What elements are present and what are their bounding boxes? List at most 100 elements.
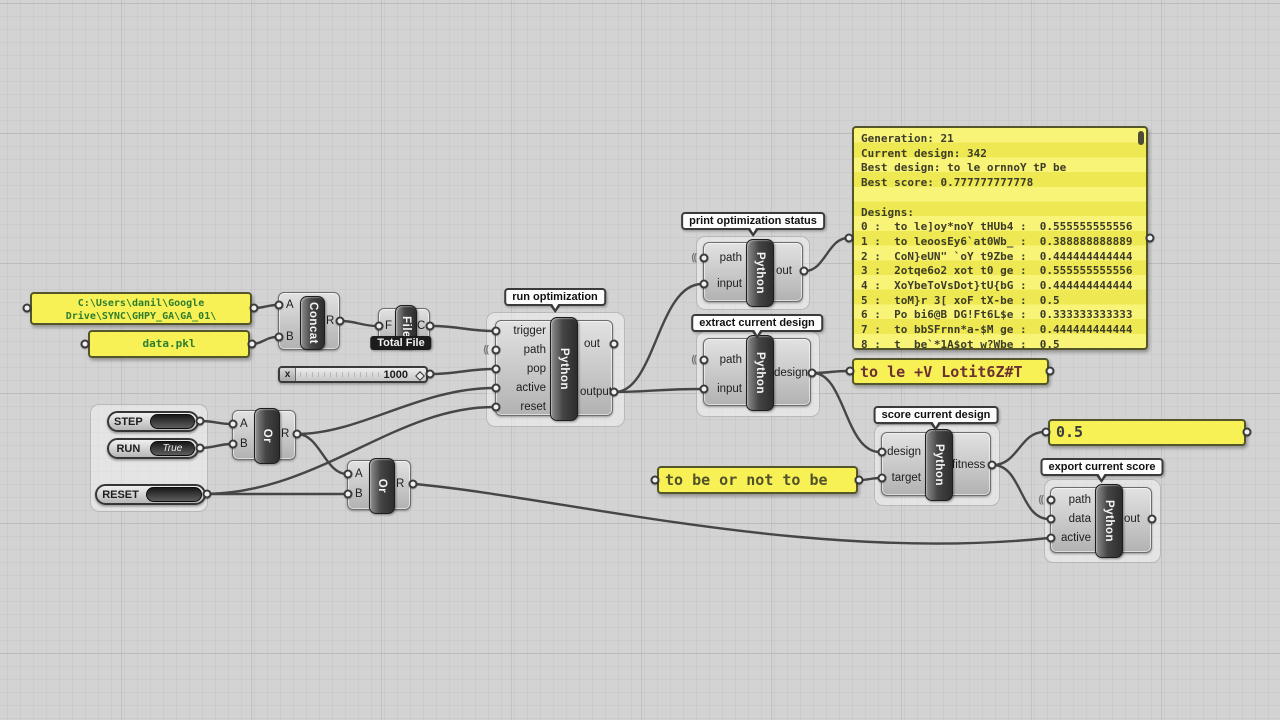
print-capsule[interactable]: Python bbox=[746, 239, 774, 307]
run-toggle-label: RUN bbox=[116, 442, 141, 455]
concat-component[interactable]: A B R Concat bbox=[278, 292, 340, 350]
print-output-out-label: out bbox=[776, 265, 792, 277]
concat-capsule[interactable]: Concat bbox=[300, 296, 325, 350]
port-or1-b[interactable] bbox=[228, 439, 238, 449]
port-file-c[interactable] bbox=[425, 321, 435, 331]
port-score-design[interactable] bbox=[877, 447, 887, 457]
slider-value: 1000 bbox=[383, 368, 408, 381]
port-data-panel-out[interactable] bbox=[247, 339, 257, 349]
port-file-f[interactable] bbox=[374, 321, 384, 331]
port-design-panel-in[interactable] bbox=[845, 366, 855, 376]
port-runopt-out[interactable] bbox=[609, 339, 619, 349]
port-concat-r[interactable] bbox=[335, 316, 345, 326]
run-opt-input-active-label: active bbox=[515, 382, 546, 394]
reset-button[interactable]: RESET bbox=[95, 484, 206, 505]
port-extract-design[interactable] bbox=[807, 368, 817, 378]
port-design-panel-out[interactable] bbox=[1045, 366, 1055, 376]
status-line: 1 : to leoosEy6`at0Wb_ : 0.388888888889 bbox=[861, 234, 1133, 248]
run-toggle-value[interactable]: True bbox=[149, 441, 195, 456]
status-panel-scrollbar[interactable] bbox=[1138, 131, 1144, 145]
extract-design-component[interactable]: path input design Python bbox=[703, 335, 811, 411]
port-print-out[interactable] bbox=[799, 266, 809, 276]
step-button[interactable]: STEP bbox=[107, 411, 199, 432]
port-extract-input[interactable] bbox=[699, 384, 709, 394]
path-panel-line: Drive\SYNC\GHPY_GA\GA_01\ bbox=[65, 311, 217, 322]
port-target-panel-out[interactable] bbox=[854, 475, 864, 485]
or1-capsule[interactable]: Or bbox=[254, 408, 280, 464]
target-string-panel[interactable]: to be or not to be bbox=[657, 466, 858, 494]
print-input-input-label: input bbox=[717, 278, 742, 290]
port-runopt-active[interactable] bbox=[491, 383, 501, 393]
port-runopt-pop[interactable] bbox=[491, 364, 501, 374]
export-capsule[interactable]: Python bbox=[1095, 484, 1123, 558]
port-export-data[interactable] bbox=[1046, 514, 1056, 524]
run-opt-input-trigger-label: trigger bbox=[513, 325, 546, 337]
port-export-active[interactable] bbox=[1046, 533, 1056, 543]
port-score-target[interactable] bbox=[877, 473, 887, 483]
port-print-input[interactable] bbox=[699, 279, 709, 289]
port-path-panel-in[interactable] bbox=[22, 303, 32, 313]
port-or2-r[interactable] bbox=[408, 479, 418, 489]
score-design-component[interactable]: design target fitness Python bbox=[881, 429, 991, 501]
port-extract-path[interactable] bbox=[699, 355, 709, 365]
wire bbox=[295, 386, 496, 436]
current-design-panel[interactable]: to le +V Lotit6Z#T bbox=[852, 358, 1049, 385]
port-score-fitness[interactable] bbox=[987, 460, 997, 470]
slider-grip[interactable] bbox=[415, 371, 425, 381]
port-target-panel-in[interactable] bbox=[650, 475, 660, 485]
port-runopt-output[interactable] bbox=[609, 387, 619, 397]
port-or2-b[interactable] bbox=[343, 489, 353, 499]
port-or1-a[interactable] bbox=[228, 419, 238, 429]
port-score-panel-out[interactable] bbox=[1242, 427, 1252, 437]
score-capsule[interactable]: Python bbox=[925, 429, 953, 501]
port-run-out[interactable] bbox=[195, 443, 205, 453]
run-opt-capsule[interactable]: Python bbox=[550, 317, 578, 421]
wire bbox=[429, 367, 496, 376]
or2-capsule[interactable]: Or bbox=[369, 458, 395, 514]
port-or1-r[interactable] bbox=[292, 429, 302, 439]
current-score-panel[interactable]: 0.5 bbox=[1048, 419, 1246, 446]
port-concat-b[interactable] bbox=[274, 332, 284, 342]
port-or2-a[interactable] bbox=[343, 469, 353, 479]
or-gate-2[interactable]: A B R Or bbox=[347, 458, 411, 514]
port-data-panel-in[interactable] bbox=[80, 339, 90, 349]
run-optimization-component[interactable]: trigger path pop active reset out output… bbox=[495, 317, 613, 421]
wire bbox=[295, 432, 349, 476]
port-slider-out[interactable] bbox=[425, 369, 435, 379]
port-status-panel-in[interactable] bbox=[844, 233, 854, 243]
export-output-out-label: out bbox=[1124, 513, 1140, 525]
port-concat-a[interactable] bbox=[274, 300, 284, 310]
export-score-component[interactable]: path data active out Python bbox=[1050, 484, 1152, 558]
or-gate-1[interactable]: A B R Or bbox=[232, 408, 296, 464]
port-runopt-reset[interactable] bbox=[491, 402, 501, 412]
port-export-path[interactable] bbox=[1046, 495, 1056, 505]
port-path-panel-out[interactable] bbox=[249, 303, 259, 313]
port-score-panel-in[interactable] bbox=[1041, 427, 1051, 437]
population-slider[interactable]: x 1000 bbox=[278, 366, 428, 383]
data-file-text: data.pkl bbox=[142, 337, 196, 350]
port-export-out[interactable] bbox=[1147, 514, 1157, 524]
extract-capsule[interactable]: Python bbox=[746, 335, 774, 411]
status-line bbox=[861, 191, 1139, 206]
port-reset-out[interactable] bbox=[202, 489, 212, 499]
port-runopt-trigger[interactable] bbox=[491, 326, 501, 336]
concat-label: Concat bbox=[306, 302, 319, 344]
run-optimization-tag: run optimization bbox=[504, 288, 606, 306]
port-step-out[interactable] bbox=[195, 416, 205, 426]
status-line: 6 : Po bi6@B DG!Ft6L$e : 0.333333333333 bbox=[861, 308, 1133, 322]
port-status-panel-out[interactable] bbox=[1145, 233, 1155, 243]
wire bbox=[803, 236, 850, 273]
data-file-panel[interactable]: data.pkl bbox=[88, 330, 250, 358]
wire bbox=[339, 319, 379, 328]
step-button-slot[interactable] bbox=[149, 414, 195, 429]
port-print-path[interactable] bbox=[699, 253, 709, 263]
reset-button-slot[interactable] bbox=[146, 487, 202, 502]
run-toggle[interactable]: RUN True bbox=[107, 438, 199, 459]
print-status-component[interactable]: path input out Python bbox=[703, 239, 803, 307]
status-line: 0 : to le]oy*noY tHUb4 : 0.555555555556 bbox=[861, 220, 1133, 234]
port-runopt-path[interactable] bbox=[491, 345, 501, 355]
